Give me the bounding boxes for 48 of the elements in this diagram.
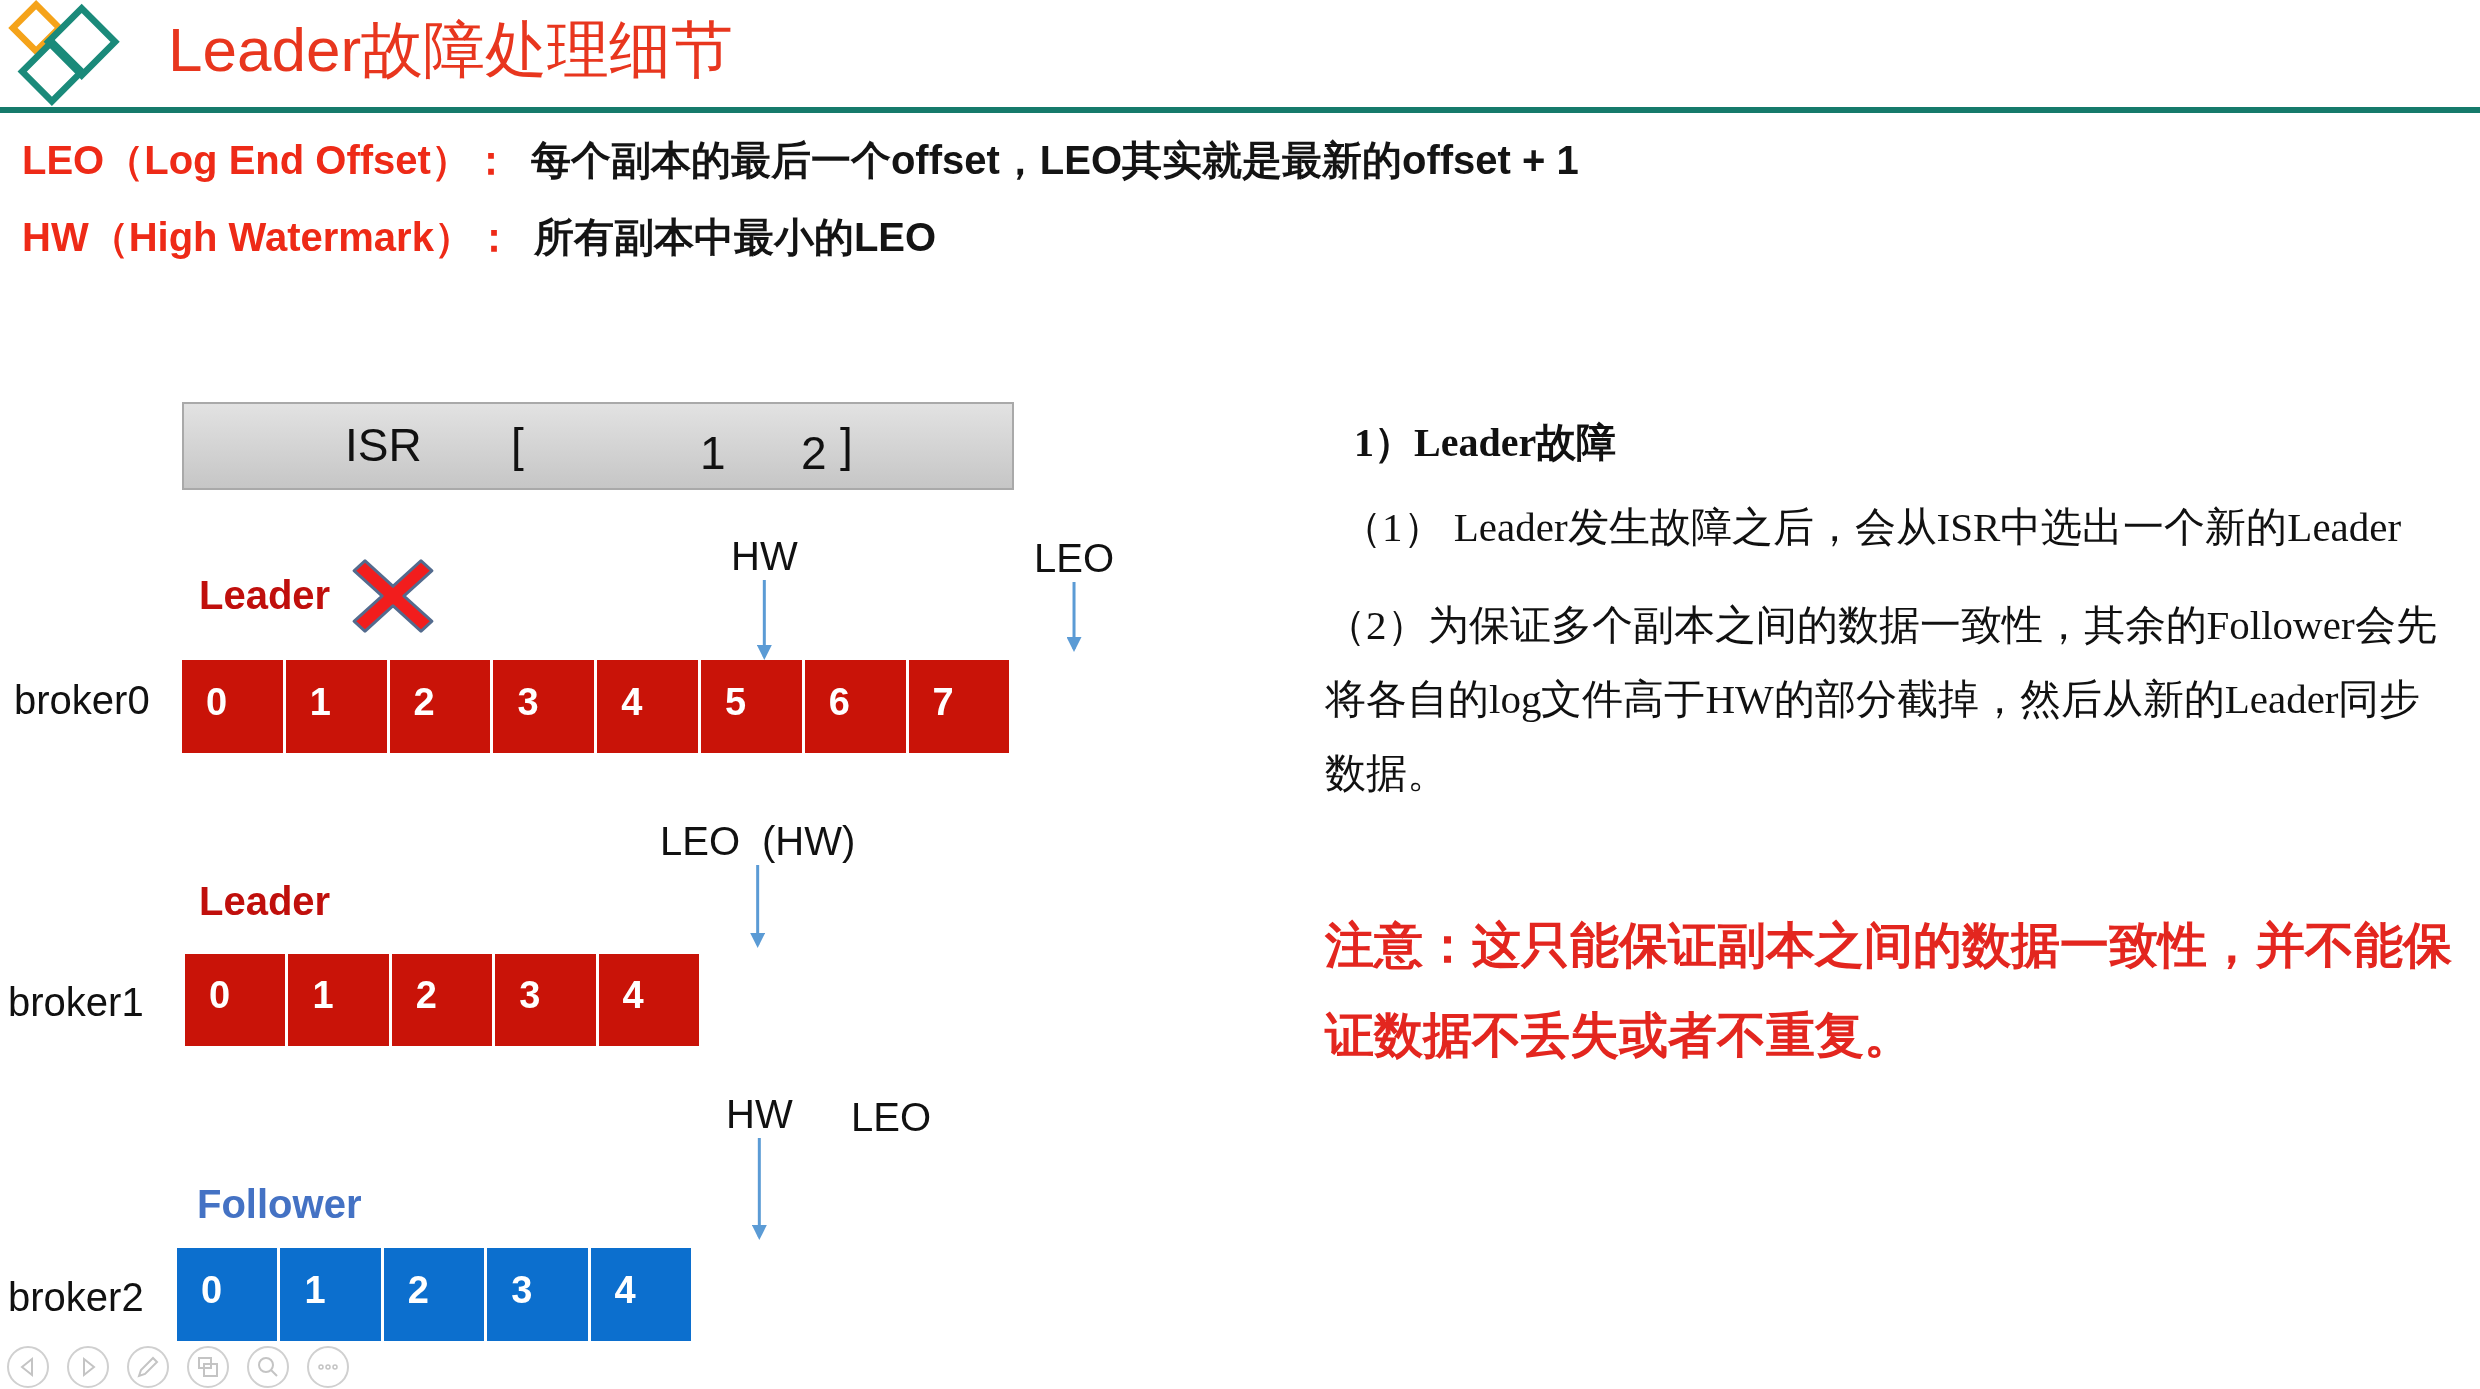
offset-cell: 0 — [182, 660, 283, 753]
role-label: Follower — [197, 1181, 362, 1228]
offset-cell: 5 — [701, 660, 802, 753]
slide-title: Leader故障处理细节 — [168, 14, 734, 86]
isr-bar — [182, 402, 1014, 490]
offset-cell: 0 — [177, 1248, 278, 1341]
arrow — [751, 1138, 767, 1240]
definition-text: 所有副本中最小的LEO — [533, 214, 937, 261]
body-text: （2）为保证多个副本之间的数据一致性，其余的Follower会先将各自的log文件高于HW的部分截掉，然后从新的Leader同步数据。 — [1325, 601, 2438, 798]
role-label: Leader — [199, 572, 331, 619]
offset-cell: 4 — [598, 954, 699, 1046]
broker-label: broker1 — [8, 979, 144, 1026]
pointer-label: HW — [726, 1090, 793, 1138]
offset-cell: 6 — [804, 660, 906, 753]
open-bracket: [ — [511, 418, 524, 473]
pointer-label: LEO — [1034, 534, 1115, 582]
pointer-label: LEO — [851, 1094, 932, 1141]
replica-id: 1 — [700, 426, 726, 481]
offset-cell: 4 — [590, 1248, 691, 1341]
broker-label: broker0 — [14, 677, 150, 724]
section-heading: 1）Leader故障 — [1354, 419, 1617, 467]
term-label: HW（High Watermark）： — [22, 214, 514, 261]
broker-label: broker2 — [8, 1274, 144, 1321]
offset-cell: 3 — [495, 954, 596, 1046]
offset-cell: 3 — [487, 1248, 588, 1341]
offset-cell: 2 — [391, 954, 493, 1046]
note-text: 注意：这只能保证副本之间的数据一致性，并不能保证数据不丢失或者不重复。 — [1325, 917, 2453, 1065]
close-bracket: ] — [840, 418, 853, 473]
definition-text: 每个副本的最后一个offset，LEO其实就是最新的offset + 1 — [530, 137, 1579, 184]
offset-cell: 4 — [597, 660, 698, 753]
offset-cell: 1 — [288, 954, 389, 1046]
offset-cell: 3 — [493, 660, 595, 753]
role-label: Leader — [199, 878, 331, 925]
arrow — [756, 580, 772, 660]
pointer-label: LEO (HW) — [660, 817, 856, 865]
arrow — [750, 865, 766, 948]
body-text: （1） Leader发生故障之后，会从ISR中选出一个新的Leader — [1341, 503, 2402, 552]
term-label: LEO（Log End Offset）： — [22, 137, 511, 184]
arrow — [1066, 582, 1082, 652]
offset-cell: 1 — [280, 1248, 381, 1341]
replica-id: 2 — [801, 426, 827, 481]
offset-cell: 0 — [185, 954, 286, 1046]
pointer-label: HW — [731, 532, 798, 580]
offset-cell: 2 — [383, 1248, 485, 1341]
offset-cell: 7 — [908, 660, 1010, 753]
offset-cell: 1 — [285, 660, 387, 753]
isr-label: ISR — [345, 418, 422, 473]
offset-cell: 2 — [389, 660, 491, 753]
